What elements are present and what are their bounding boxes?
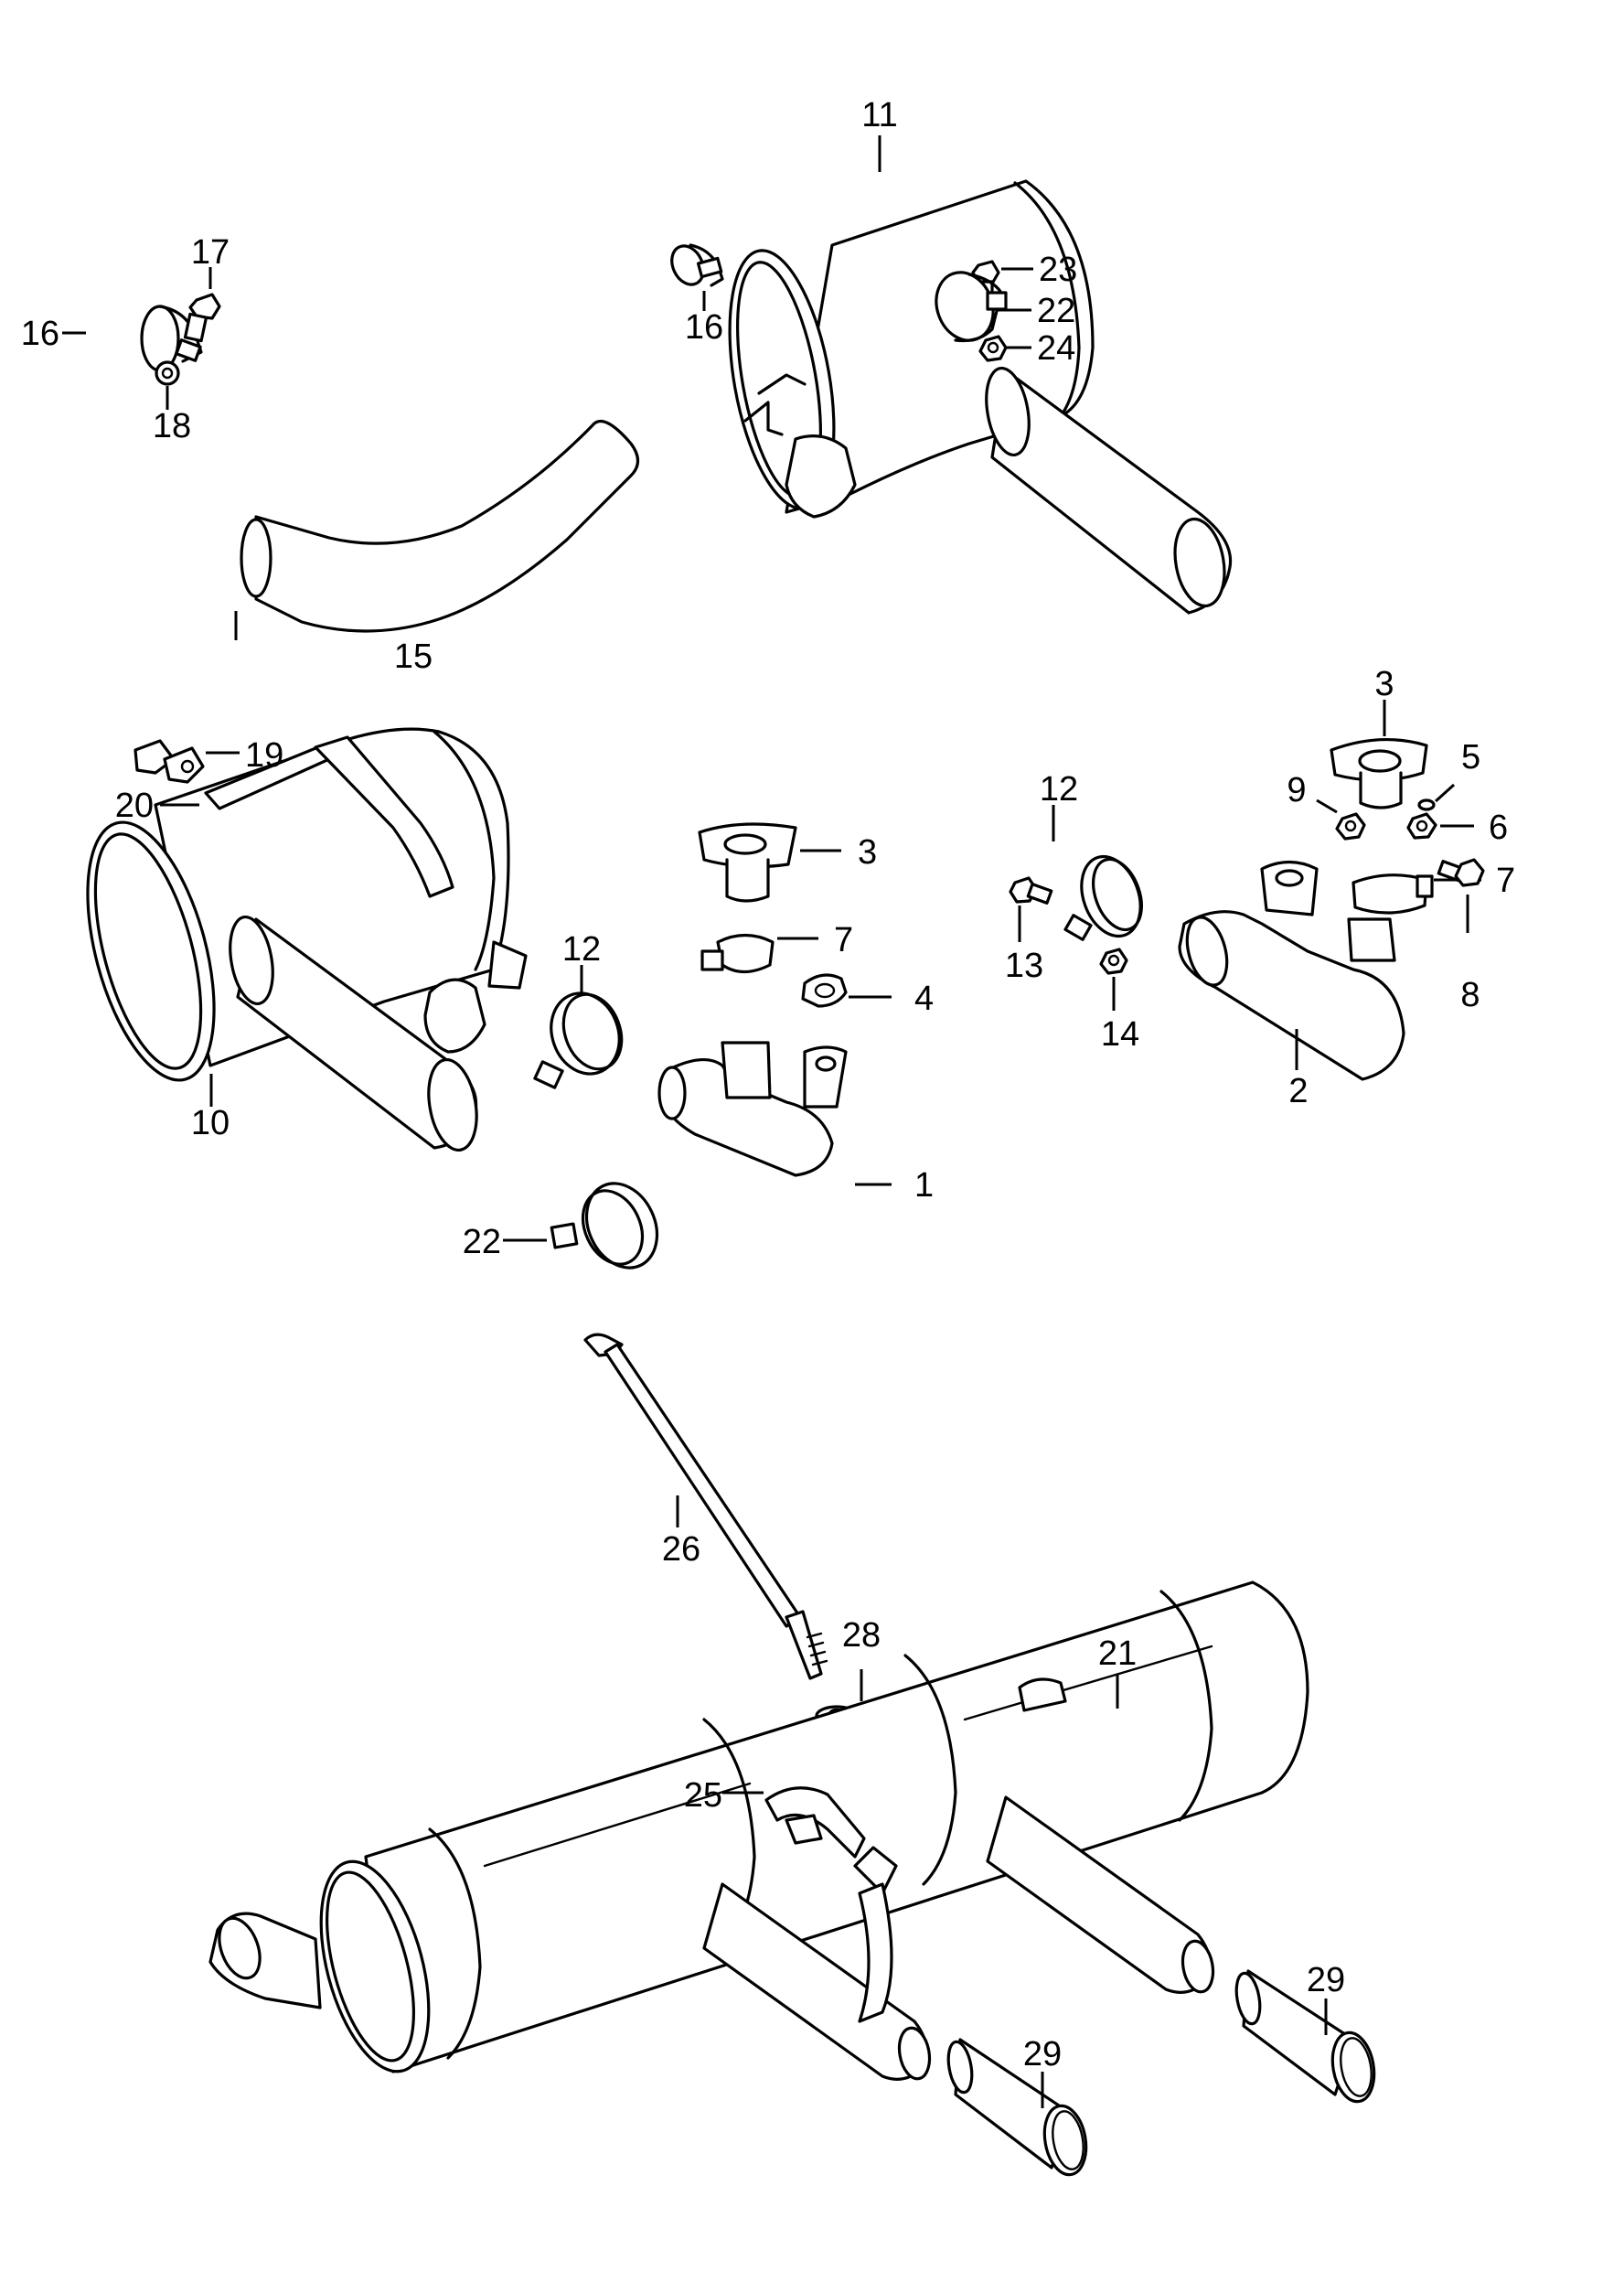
clamp-22-lower[interactable] xyxy=(550,1172,670,1279)
nut-9[interactable] xyxy=(1335,812,1366,841)
bolt-17[interactable] xyxy=(183,293,221,343)
callout-8[interactable]: 8 xyxy=(1460,976,1480,1014)
callout-22b[interactable]: 22 xyxy=(463,1223,501,1261)
connecting-pipe-2[interactable] xyxy=(1178,860,1405,1081)
callout-28[interactable]: 28 xyxy=(842,1616,881,1655)
clips-19[interactable] xyxy=(134,739,205,784)
callout-29a[interactable]: 29 xyxy=(1023,2035,1062,2073)
nut-18[interactable] xyxy=(155,360,180,386)
callout-29b[interactable]: 29 xyxy=(1307,1961,1345,1999)
callout-10[interactable]: 10 xyxy=(191,1104,230,1142)
callout-15[interactable]: 15 xyxy=(394,638,433,676)
callout-24[interactable]: 24 xyxy=(1037,329,1075,368)
callout-1[interactable]: 1 xyxy=(914,1166,934,1205)
callout-13[interactable]: 13 xyxy=(1005,947,1043,985)
washer-5[interactable] xyxy=(1417,798,1436,811)
callout-18[interactable]: 18 xyxy=(153,407,191,445)
clamp-7b[interactable] xyxy=(1352,873,1434,915)
flange-3b[interactable] xyxy=(1330,737,1428,809)
leader-5 xyxy=(1434,783,1456,803)
callout-12a[interactable]: 12 xyxy=(562,930,601,969)
callout-20[interactable]: 20 xyxy=(115,787,154,825)
callout-4[interactable]: 4 xyxy=(914,980,934,1018)
callout-19[interactable]: 19 xyxy=(245,736,283,775)
support-rod-26[interactable] xyxy=(583,1333,828,1680)
callout-23[interactable]: 23 xyxy=(1039,251,1077,289)
tailpipe-tip-29b[interactable] xyxy=(1233,1969,1379,2105)
bent-pipe[interactable] xyxy=(240,420,640,633)
callout-21[interactable]: 21 xyxy=(1098,1634,1137,1673)
clamp-12b[interactable] xyxy=(1063,848,1151,944)
callout-7b[interactable]: 7 xyxy=(1496,862,1515,900)
callout-22a[interactable]: 22 xyxy=(1037,292,1075,330)
flange-3a[interactable] xyxy=(698,822,797,903)
callout-9[interactable]: 9 xyxy=(1287,771,1306,809)
callout-2[interactable]: 2 xyxy=(1288,1072,1308,1110)
callout-26[interactable]: 26 xyxy=(662,1530,700,1569)
clamp-left[interactable] xyxy=(140,305,203,372)
nut-24[interactable] xyxy=(978,335,1008,362)
clamp-12-middle[interactable] xyxy=(533,983,632,1089)
leader-9 xyxy=(1316,798,1338,814)
connecting-pipe-1[interactable] xyxy=(657,1041,848,1177)
callout-12b[interactable]: 12 xyxy=(1040,770,1078,809)
strap-clamp-25[interactable] xyxy=(764,1786,898,2023)
bolt-8[interactable] xyxy=(1437,858,1485,887)
callout-25[interactable]: 25 xyxy=(684,1776,722,1815)
tailpipe-tip-29a[interactable] xyxy=(945,2038,1091,2178)
callout-7a[interactable]: 7 xyxy=(834,921,853,959)
callout-6[interactable]: 6 xyxy=(1489,809,1508,847)
clamp-upper-right[interactable] xyxy=(927,264,1008,348)
clamp-7a[interactable] xyxy=(700,933,775,974)
nut-14[interactable] xyxy=(1099,948,1128,975)
callout-5[interactable]: 5 xyxy=(1461,738,1480,777)
rear-muffler-21[interactable] xyxy=(208,1580,1309,2083)
callout-17[interactable]: 17 xyxy=(191,233,230,272)
callout-16b[interactable]: 16 xyxy=(685,308,723,347)
gasket-4[interactable] xyxy=(801,973,848,1008)
bolt-13[interactable] xyxy=(1009,876,1053,905)
muffler-middle[interactable] xyxy=(64,727,528,1153)
nut-6[interactable] xyxy=(1406,812,1437,840)
muffler-upper[interactable] xyxy=(712,179,1233,615)
callout-14[interactable]: 14 xyxy=(1101,1015,1139,1054)
callout-16a[interactable]: 16 xyxy=(21,315,59,353)
callout-11[interactable]: 11 xyxy=(861,96,897,134)
callout-3b[interactable]: 3 xyxy=(1374,665,1394,703)
callout-3a[interactable]: 3 xyxy=(858,833,877,872)
clamp-middle-16[interactable] xyxy=(666,241,724,289)
